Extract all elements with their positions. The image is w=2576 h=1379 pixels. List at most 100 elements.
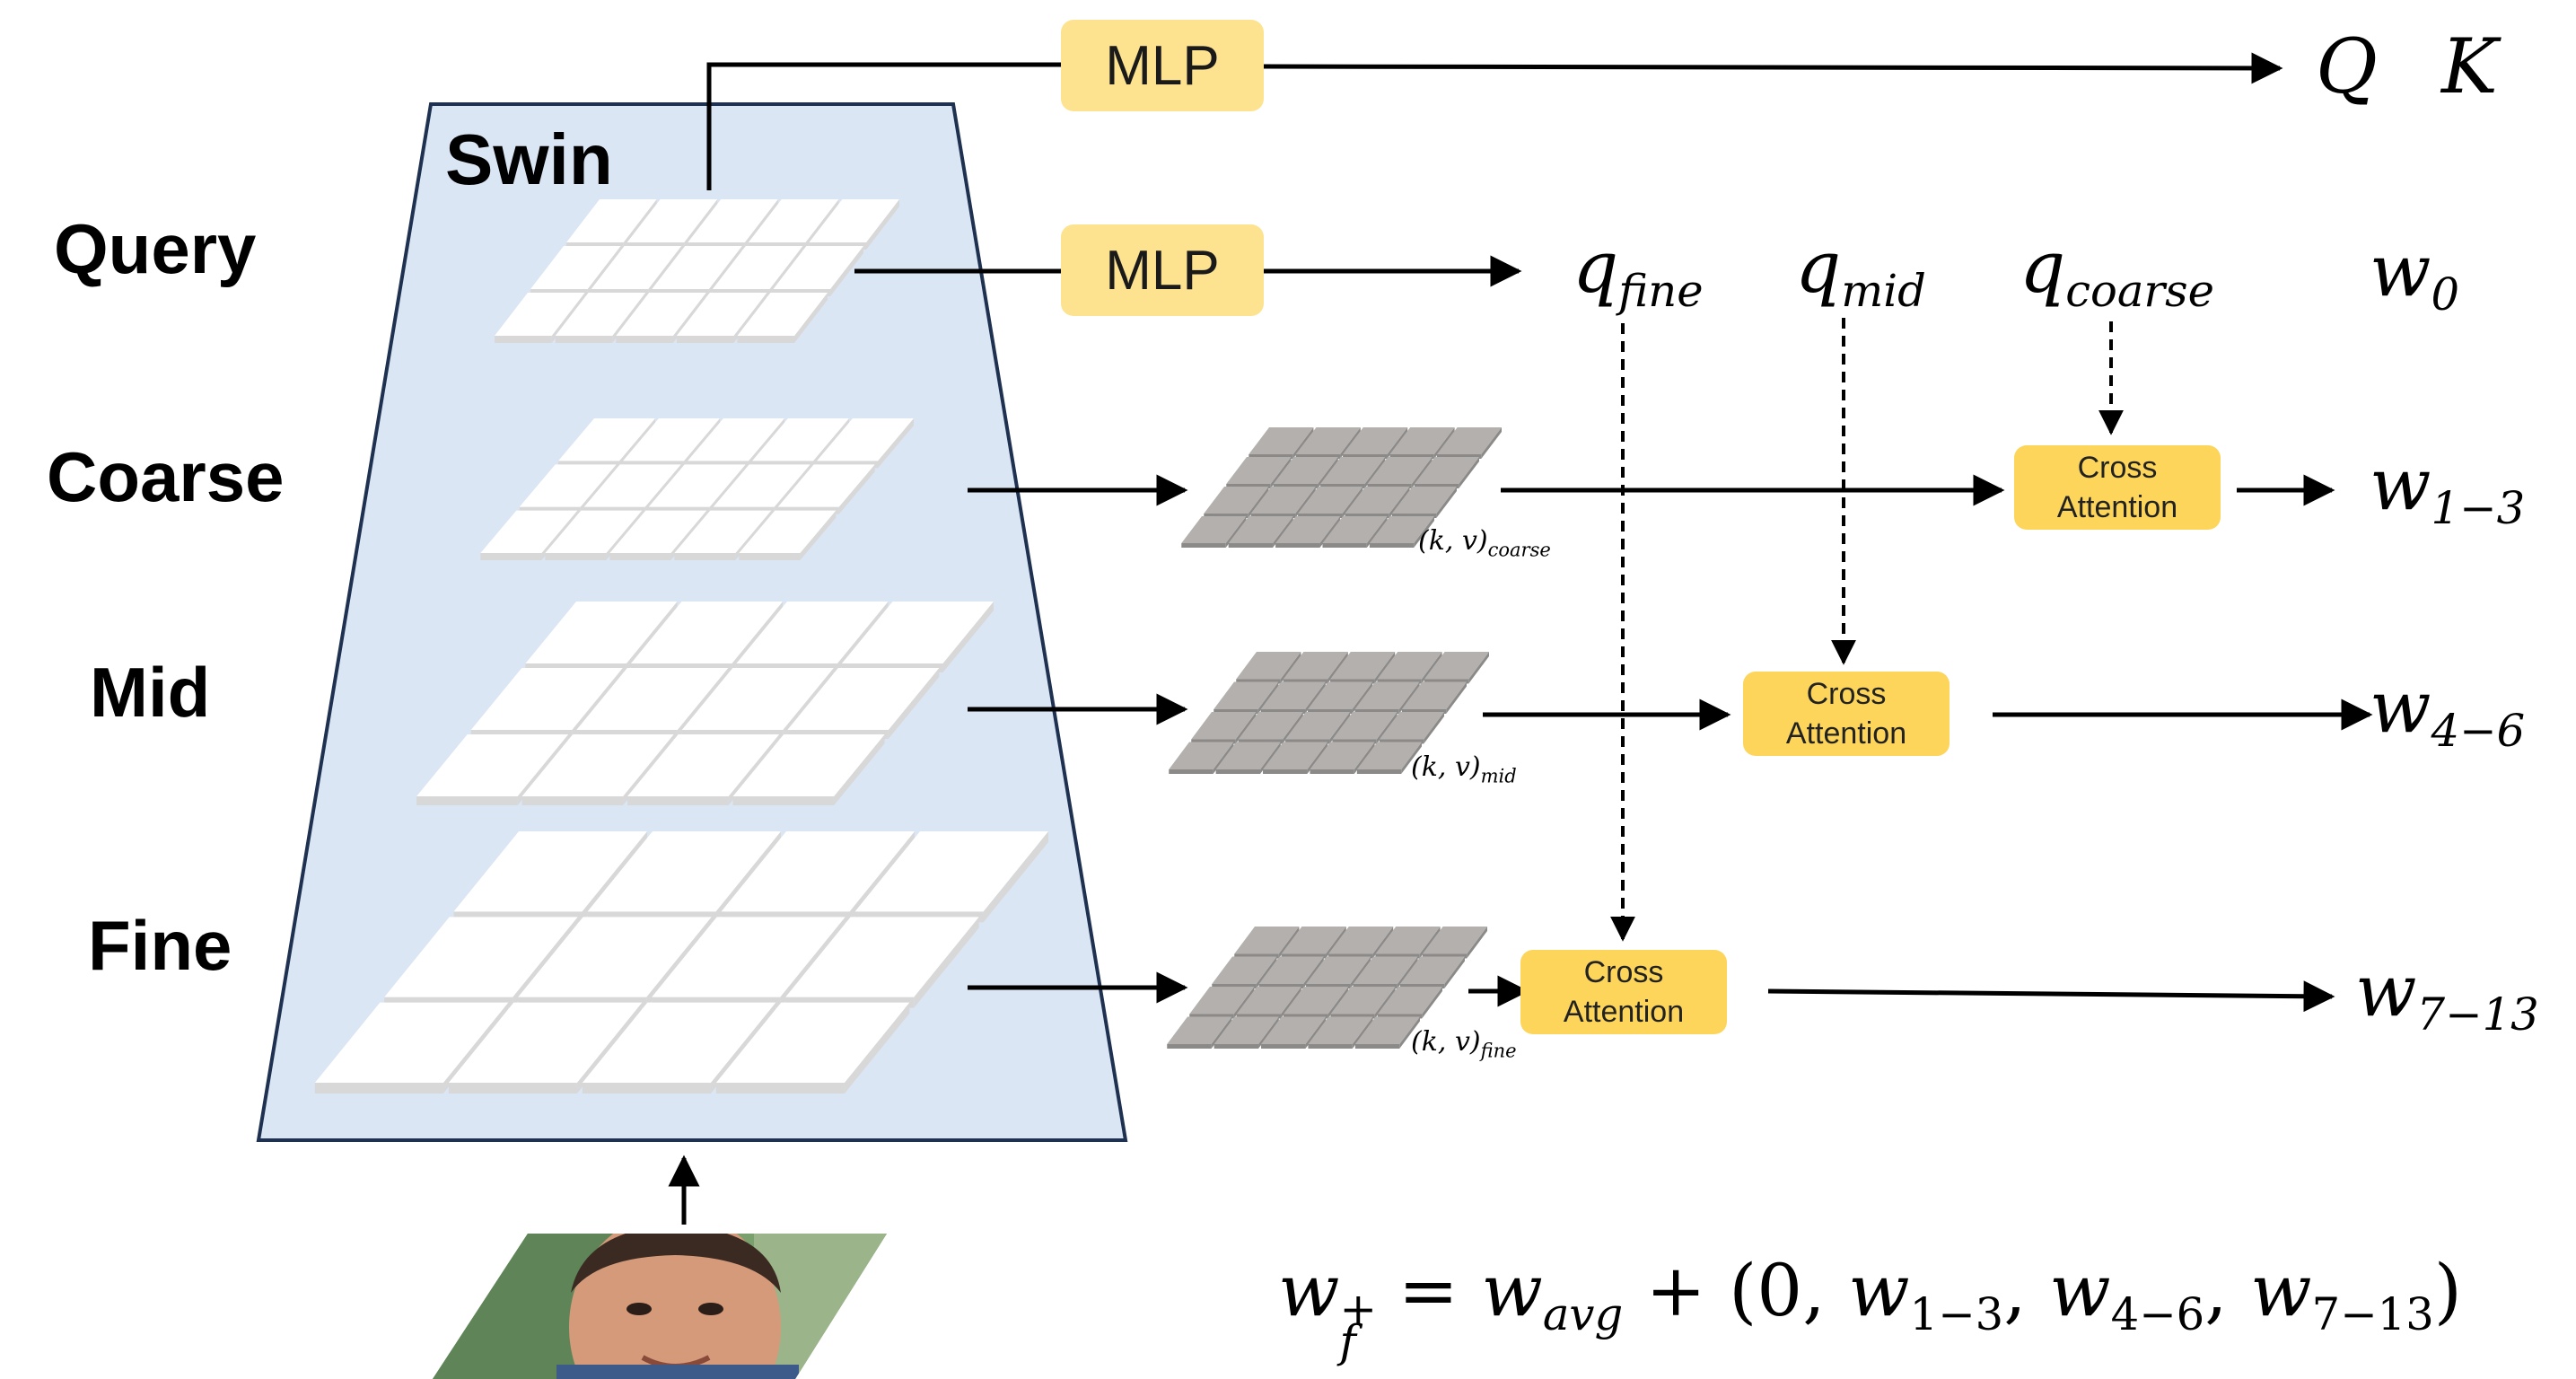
query-mid: qmid: [1795, 225, 1926, 317]
feature-map-query-tile-side: [794, 293, 828, 343]
kv-grid-coarse-tile-edge: [1228, 543, 1274, 548]
kv-grid-fine-tile: [1328, 927, 1394, 954]
kv-grid-fine-tile-side: [1281, 987, 1301, 1019]
kv-grid-mid-tile: [1285, 712, 1351, 740]
feature-map-mid-tile: [787, 668, 940, 730]
kv-label-coarse: (k, v)coarse: [1418, 525, 1551, 561]
cross-attention-mid: Cross Attention: [1743, 672, 1950, 756]
kv-grid-fine-tile: [1284, 987, 1349, 1014]
kv-grid-mid-tile: [1310, 742, 1375, 769]
feature-map-fine-tile-edge: [314, 1083, 443, 1094]
kv-grid-mid-tile: [1401, 681, 1467, 709]
feature-maps: [314, 199, 1048, 1094]
kv-grid-fine-tile: [1258, 956, 1324, 984]
feature-map-mid-tile-edge: [521, 796, 624, 805]
kv-grid-coarse-tile: [1414, 457, 1479, 484]
kv-grid-mid-tile: [1332, 712, 1398, 740]
kv-grid-mid-tile-side: [1280, 652, 1301, 684]
feature-map-mid-tile: [681, 668, 834, 730]
cross-attention-mid-line2: Attention: [1785, 716, 1907, 751]
kv-grid-mid-tile: [1236, 652, 1301, 680]
feature-map-coarse-tile-side: [800, 510, 837, 560]
kv-grid-fine-tile: [1422, 927, 1487, 954]
kv-grid-coarse-tile-edge: [1369, 543, 1415, 548]
kv-grid-mid-tile: [1191, 712, 1257, 740]
kv-grid-fine-tile: [1236, 987, 1301, 1014]
kv-grid-coarse-tile-side: [1387, 427, 1408, 459]
feature-map-coarse-tile: [713, 464, 810, 507]
feature-map-coarse-tile: [648, 464, 746, 507]
kv-grid-mid-tile-side: [1446, 681, 1467, 714]
kv-grid-mid-tile: [1169, 742, 1234, 769]
feature-map-mid: [416, 602, 994, 805]
feature-map-coarse: [480, 418, 914, 560]
kv-grid-coarse-tile: [1343, 427, 1408, 454]
kv-grid-mid-tile-side: [1235, 712, 1257, 744]
kv-grid-coarse-tile-side: [1433, 427, 1455, 459]
feature-map-fine-tile-edge: [448, 1083, 577, 1094]
kv-grid-mid-tile: [1330, 652, 1396, 680]
cross-attention-mid-line1: Cross: [1806, 676, 1887, 711]
query-fine: qfine: [1573, 225, 1704, 317]
kv-grid-fine-tile-side: [1303, 956, 1324, 988]
feature-map-mid-tile-side: [942, 602, 994, 672]
kv-grid-coarse-tile-side: [1225, 516, 1247, 548]
kv-grid-fine-tile-side: [1422, 987, 1442, 1019]
kv-grid-mid-tile-side: [1376, 712, 1398, 744]
output-k: K: [2441, 22, 2498, 110]
kv-grid-fine-tile: [1306, 956, 1371, 984]
kv-grid-coarse-tile-edge: [1275, 543, 1320, 548]
kv-grid-coarse-tile: [1391, 487, 1457, 514]
feature-map-mid-tile-edge: [732, 796, 835, 805]
kv-grid-coarse-tile-edge: [1322, 543, 1367, 548]
kv-grid-mid-tile: [1356, 742, 1422, 769]
kv-grid-mid-tile-side: [1401, 742, 1422, 774]
feature-map-fine-tile: [314, 1002, 509, 1083]
kv-grid-mid-tile: [1283, 652, 1348, 680]
kv-grid-coarse-tile-edge: [1181, 543, 1226, 548]
kv-grid-mid-tile-side: [1424, 712, 1444, 744]
kv-grid-mid-tile-side: [1260, 742, 1281, 774]
kv-grid-coarse-tile: [1389, 427, 1455, 454]
kv-grid-fine-tile-side: [1278, 927, 1300, 959]
feature-map-query-tile-edge: [616, 336, 673, 343]
kv-grid-coarse-tile: [1226, 457, 1292, 484]
kv-grid-mid-tile: [1260, 681, 1326, 709]
formula: w + f = wavg + (0, w1−3, w4−6, w7−13): [1278, 1249, 2463, 1367]
kv-grid-mid-tile-side: [1329, 712, 1351, 744]
feature-map-mid-tile-side: [834, 734, 885, 805]
feature-map-coarse-tile-edge: [545, 553, 607, 560]
kv-grid-fine-tile: [1353, 956, 1418, 984]
kv-grid-mid-tile-side: [1421, 652, 1442, 684]
kv-grid-mid-tile-side: [1398, 681, 1420, 714]
feature-map-query-tile: [688, 199, 778, 242]
kv-grid-coarse: [1181, 427, 1502, 548]
kv-grid-coarse-tile: [1436, 427, 1502, 454]
feature-map-query-tile: [566, 199, 657, 242]
kv-grid-mid-tile: [1377, 652, 1442, 680]
kv-grid-mid-tile: [1263, 742, 1328, 769]
feature-map-coarse-tile: [752, 418, 849, 461]
kv-grid-fine-tile: [1214, 1016, 1279, 1044]
kv-grid-coarse-tile-side: [1295, 487, 1316, 518]
feature-map-coarse-tile-edge: [739, 553, 801, 560]
kv-grid-fine-tile-edge: [1354, 1044, 1400, 1049]
kv-grid-coarse-tile: [1345, 487, 1410, 514]
kv-grid-mid: [1169, 652, 1489, 774]
feature-map-mid-tile-side: [888, 668, 940, 739]
feature-map-coarse-tile: [558, 418, 655, 461]
feature-map-coarse-tile-side: [838, 464, 875, 514]
feature-map-query-tile-side: [866, 199, 899, 250]
feature-map-query-tile: [773, 246, 863, 289]
feature-map-fine-tile-side: [844, 1002, 910, 1094]
feature-map-coarse-tile: [817, 418, 914, 461]
kv-grid-mid-tile-edge: [1310, 769, 1354, 774]
kv-grid-coarse-tile: [1322, 516, 1388, 543]
kv-grid-coarse-tile-side: [1459, 457, 1479, 488]
kv-grid-coarse-tile: [1367, 457, 1433, 484]
kv-grid-mid-tile-edge: [1215, 769, 1261, 774]
latent-w4-6: w4−6: [2370, 665, 2526, 757]
level-label-fine: Fine: [88, 906, 232, 985]
kv-grid-fine-tile: [1308, 1016, 1373, 1044]
